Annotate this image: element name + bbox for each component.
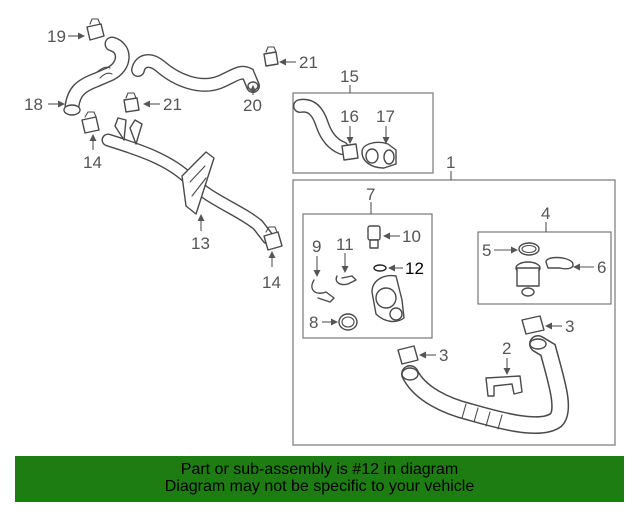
clip-9: [311, 279, 335, 303]
clamp-21-upper: [263, 46, 279, 67]
callout-12: 12: [405, 259, 424, 278]
callout-3-right: 3: [565, 317, 574, 336]
connector-4: [515, 261, 541, 297]
o-ring-12: [373, 264, 387, 272]
callout-3-left: 3: [439, 346, 448, 365]
bracket-2: [485, 375, 523, 397]
callout-14-lower: 14: [262, 273, 281, 292]
clamp-16: [341, 143, 359, 161]
hose-20: [131, 54, 260, 93]
connector-17: [361, 141, 397, 169]
callout-17: 17: [376, 107, 395, 126]
callout-18: 18: [24, 95, 43, 114]
clamp-19: [86, 18, 105, 41]
sensor-10: [367, 225, 381, 249]
clip-11: [335, 275, 357, 286]
callout-9: 9: [312, 237, 321, 256]
callout-4: 4: [541, 204, 550, 223]
clamp-3-right: [521, 315, 545, 335]
callout-10: 10: [402, 227, 421, 246]
o-ring-5: [518, 242, 540, 256]
coolant-pipe-13: [101, 117, 275, 245]
callout-5: 5: [482, 241, 491, 260]
callout-13: 13: [191, 234, 210, 253]
subassembly-7-box: [302, 213, 433, 339]
housing-7: [371, 274, 405, 323]
subassembly-4-box: [477, 231, 612, 305]
callout-1: 1: [446, 153, 455, 172]
hose-15: [293, 98, 349, 155]
callout-8: 8: [309, 313, 318, 332]
banner-line-2: Diagram may not be specific to your vehi…: [164, 478, 475, 495]
o-ring-8: [338, 313, 358, 331]
callout-20: 20: [243, 96, 262, 115]
callout-7: 7: [366, 185, 375, 204]
callout-14-upper: 14: [83, 153, 102, 172]
callout-15: 15: [340, 67, 359, 86]
parts-diagram: 19 18 21 21 20 14 13 14 15 16 17 1 7 10 …: [24, 18, 616, 446]
callout-19: 19: [47, 27, 66, 46]
hose-main: [401, 335, 570, 435]
hose-18: [63, 36, 130, 116]
callout-21-upper: 21: [299, 53, 318, 72]
subassembly-15-box: [292, 92, 434, 174]
callout-6: 6: [597, 258, 606, 277]
callout-16: 16: [340, 107, 359, 126]
clamp-14-lower: [263, 226, 283, 251]
clamp-14-upper: [81, 111, 100, 134]
clip-6: [545, 256, 574, 270]
callout-21-lower: 21: [163, 95, 182, 114]
callout-11: 11: [336, 235, 354, 254]
assembly-1-box: [292, 179, 616, 446]
callout-2: 2: [502, 339, 511, 358]
clamp-3-left: [397, 345, 419, 365]
info-banner: Part or sub-assembly is #12 in diagram D…: [15, 456, 624, 502]
clamp-21-lower: [123, 92, 140, 113]
banner-line-1: Part or sub-assembly is #12 in diagram: [180, 461, 459, 478]
